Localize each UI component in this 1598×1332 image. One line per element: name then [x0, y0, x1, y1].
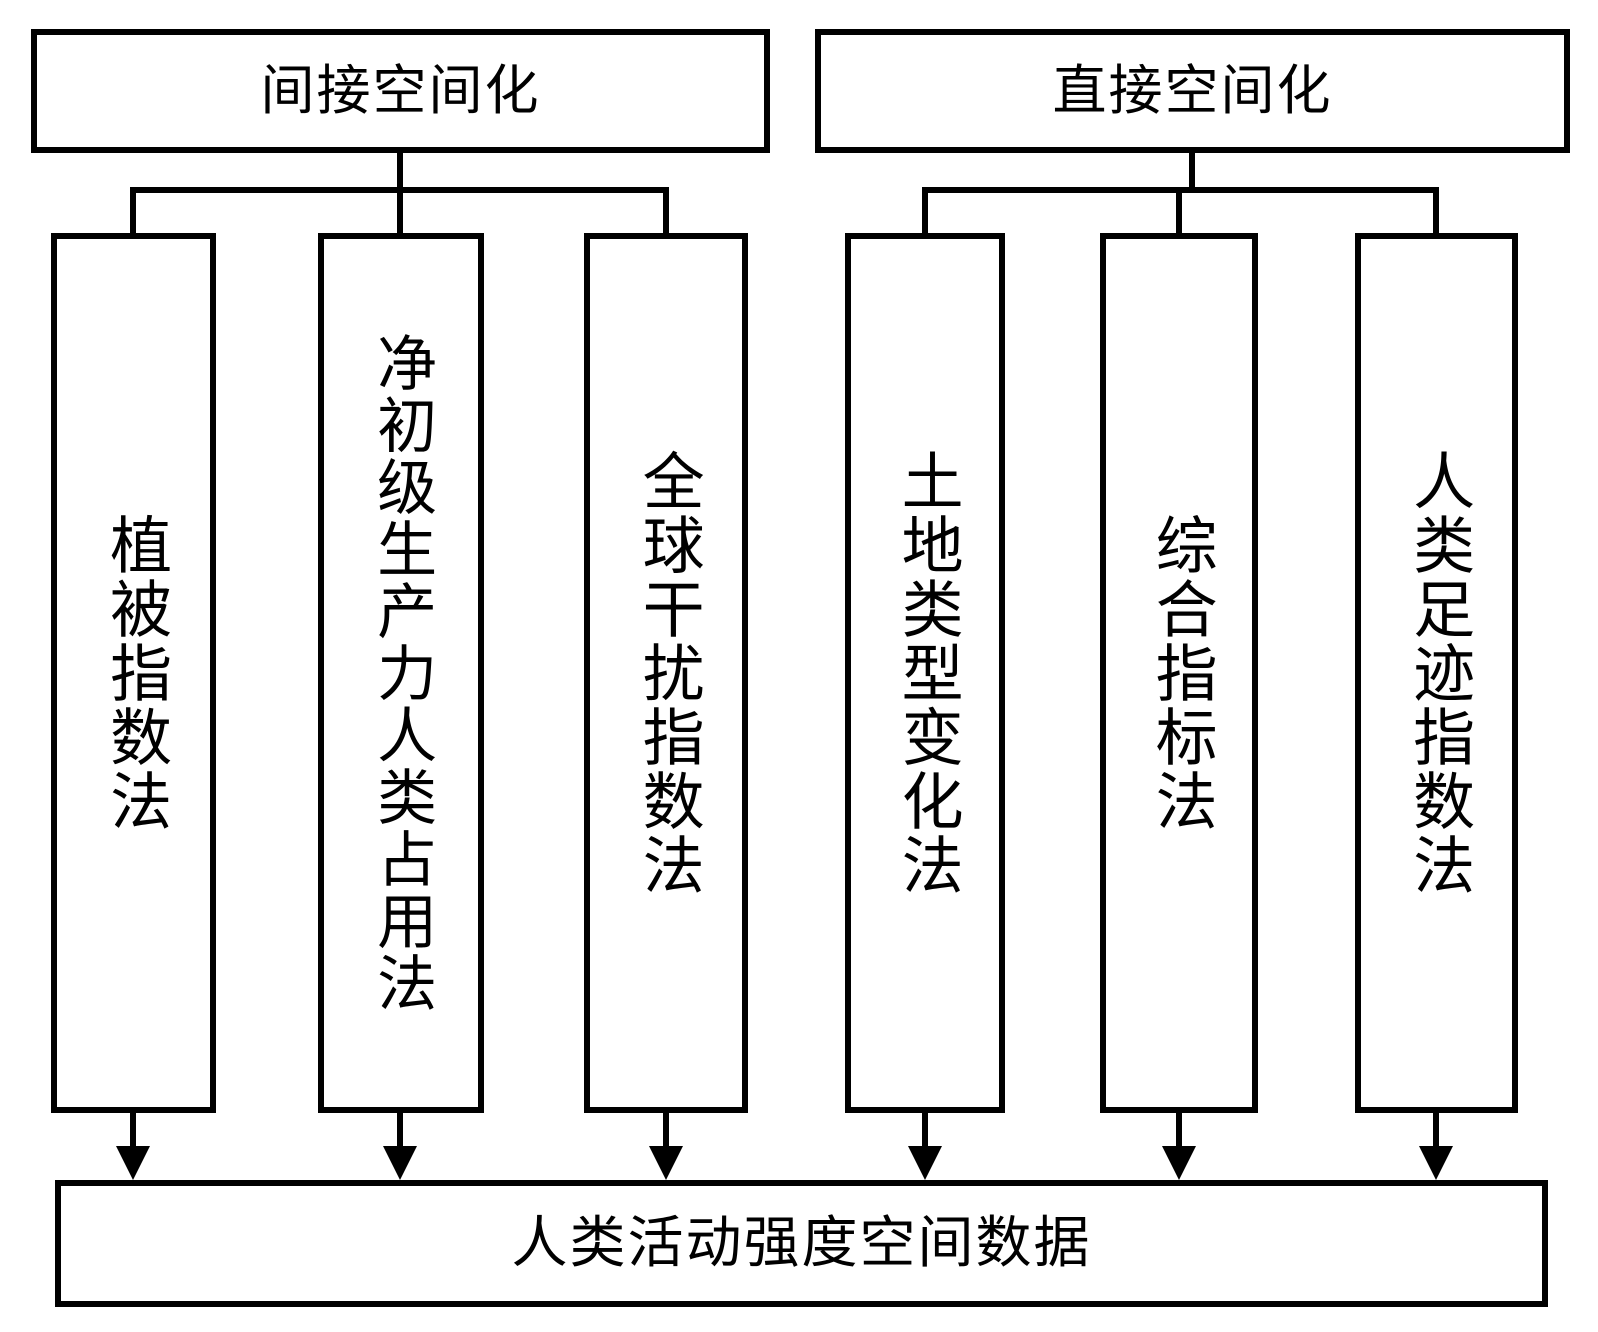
connector-direct-drop-3 [1433, 187, 1439, 235]
connector-indirect-drop-2 [397, 187, 403, 235]
connector-direct-drop-2 [1176, 187, 1182, 235]
arrow-head-land-use-type-change [908, 1146, 942, 1180]
arrow-stem-human-footprint-index [1433, 1113, 1439, 1148]
method-label-vegetation-index: 植被指数法 [100, 513, 169, 833]
arrow-head-global-disturbance-index [649, 1146, 683, 1180]
connector-direct-drop-1 [922, 187, 928, 235]
method-label-land-use-type-change: 土地类型变化法 [891, 449, 960, 897]
method-label-hanpp: 净初级生产力人类占用法 [368, 332, 435, 1014]
method-label-comprehensive-index: 综合指标法 [1145, 513, 1214, 833]
group-header-indirect-label: 间接空间化 [260, 61, 541, 121]
method-box-human-footprint-index[interactable]: 人类足迹指数法 [1355, 233, 1518, 1113]
method-box-comprehensive-index[interactable]: 综合指标法 [1100, 233, 1258, 1113]
result-box-human-activity-intensity[interactable]: 人类活动强度空间数据 [55, 1180, 1548, 1307]
arrow-head-human-footprint-index [1419, 1146, 1453, 1180]
group-header-direct-label: 直接空间化 [1052, 61, 1333, 121]
method-label-human-footprint-index: 人类足迹指数法 [1403, 449, 1472, 897]
arrow-head-hanpp [383, 1146, 417, 1180]
arrow-head-comprehensive-index [1162, 1146, 1196, 1180]
connector-direct-stem [1189, 153, 1195, 193]
group-header-direct[interactable]: 直接空间化 [815, 29, 1570, 153]
method-box-global-disturbance-index[interactable]: 全球干扰指数法 [584, 233, 748, 1113]
arrow-stem-global-disturbance-index [663, 1113, 669, 1148]
arrow-stem-vegetation-index [130, 1113, 136, 1148]
connector-indirect-drop-3 [663, 187, 669, 235]
method-label-global-disturbance-index: 全球干扰指数法 [632, 449, 701, 897]
connector-indirect-drop-1 [130, 187, 136, 235]
arrow-stem-hanpp [397, 1113, 403, 1148]
connector-indirect-stem [397, 153, 403, 193]
arrow-stem-land-use-type-change [922, 1113, 928, 1148]
method-box-vegetation-index[interactable]: 植被指数法 [51, 233, 216, 1113]
method-box-land-use-type-change[interactable]: 土地类型变化法 [845, 233, 1005, 1113]
arrow-head-vegetation-index [116, 1146, 150, 1180]
method-box-hanpp[interactable]: 净初级生产力人类占用法 [318, 233, 484, 1113]
group-header-indirect[interactable]: 间接空间化 [31, 29, 770, 153]
result-box-label: 人类活动强度空间数据 [511, 1212, 1092, 1275]
arrow-stem-comprehensive-index [1176, 1113, 1182, 1148]
